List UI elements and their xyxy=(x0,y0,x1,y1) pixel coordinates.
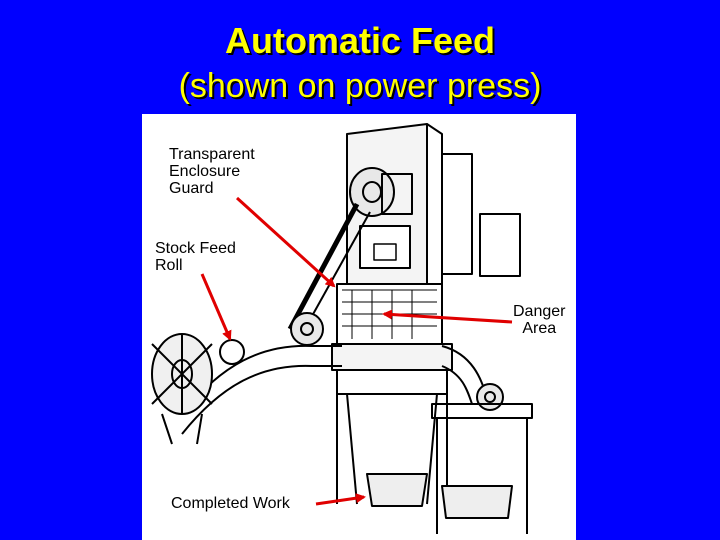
label-danger-area: Danger Area xyxy=(513,303,566,337)
label-completed-work: Completed Work xyxy=(171,495,290,512)
press-body xyxy=(151,123,533,534)
slide-title: Automatic Feed xyxy=(224,20,496,61)
power-press-drawing xyxy=(151,123,533,534)
press-illustration: Transparent Enclosure Guard Stock Feed R… xyxy=(142,114,576,540)
label-stock-feed-roll: Stock Feed Roll xyxy=(155,240,236,274)
arrow-enclosure xyxy=(235,196,336,288)
arrow-stock-feed xyxy=(200,273,232,341)
arrow-completed xyxy=(315,493,366,506)
slide-subtitle: (shown on power press) xyxy=(178,67,542,105)
arrow-danger xyxy=(382,309,513,324)
callout-arrows xyxy=(200,196,513,506)
label-transparent-enclosure-guard: Transparent Enclosure Guard xyxy=(169,146,255,197)
